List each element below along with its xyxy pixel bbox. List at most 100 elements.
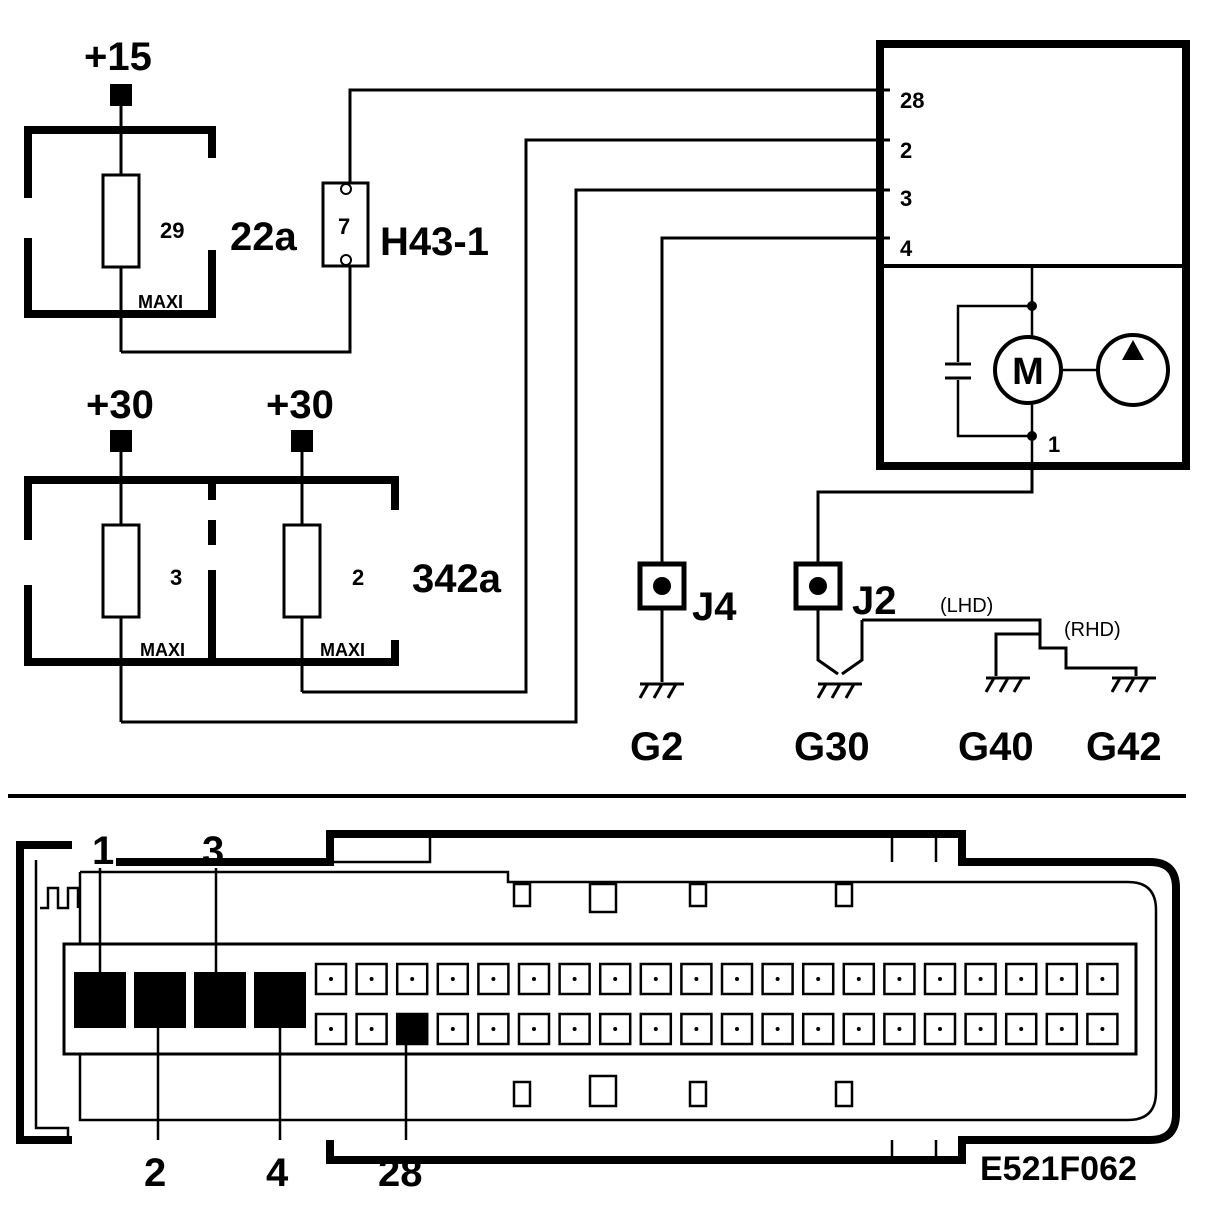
signal-pin-contact [938, 977, 942, 981]
signal-pin-contact [978, 1027, 983, 1031]
connector-label-28: 28 [378, 1151, 423, 1195]
signal-pin-contact [653, 977, 658, 981]
ground-g40-icon [984, 676, 1030, 693]
signal-pin-contact [613, 977, 618, 981]
signal-pin-contact [694, 1027, 699, 1031]
signal-pin-contact [978, 977, 983, 981]
signal-pin-cavity [842, 1012, 876, 1046]
signal-pin-contact [897, 977, 902, 981]
option-rhd-label: (RHD) [1064, 619, 1121, 641]
signal-pin-contact [775, 977, 780, 981]
signal-pin-contact [816, 977, 821, 981]
fuse-29-type: MAXI [138, 292, 183, 312]
signal-pin-contact [450, 977, 455, 981]
fuse-box-342a: 3 2 MAXI MAXI [24, 452, 399, 722]
supply-plus30-b-label: +30 [266, 383, 334, 427]
junction-j2-label: J2 [852, 579, 897, 623]
ground-g30-icon [816, 682, 862, 699]
ground-g30-label: G30 [794, 725, 870, 769]
fuse-2-number: 2 [352, 565, 364, 590]
h43-pin-7: 7 [338, 214, 350, 239]
connector-pin-4 [254, 972, 306, 1028]
signal-pin-contact [1100, 977, 1105, 981]
fuse-29-number: 29 [160, 218, 184, 243]
connector-pin-28 [395, 1012, 429, 1046]
signal-pin-contact [653, 1027, 658, 1031]
signal-pin-contact [532, 977, 536, 981]
connector-label-3: 3 [202, 829, 224, 873]
supply-plus30-a-terminal [110, 430, 132, 452]
pump-icon [1096, 333, 1170, 407]
option-lhd-label: (LHD) [940, 595, 993, 617]
fuse-2 [282, 523, 322, 619]
signal-pin-contact [735, 977, 739, 981]
ground-g40-label: G40 [958, 725, 1034, 769]
signal-pin-cavity [761, 962, 794, 996]
signal-pin-contact [572, 1027, 577, 1031]
fuse-box-22a-label: 22a [230, 215, 297, 259]
signal-pin-contact [856, 977, 861, 981]
module-pin-4: 4 [900, 236, 913, 261]
signal-pin-contact [369, 1027, 374, 1031]
ground-g2-label: G2 [630, 725, 683, 769]
signal-pin-contact [1059, 1027, 1064, 1031]
junction-j4 [637, 561, 687, 611]
signal-pin-contact [369, 977, 374, 981]
signal-pin-contact [1019, 977, 1024, 981]
signal-pin-grid [314, 962, 1119, 1046]
junction-j2 [793, 561, 843, 611]
signal-pin-cavity [517, 962, 551, 996]
module-pin-1: 1 [1048, 432, 1060, 457]
fuse-3-type: MAXI [140, 640, 185, 660]
connector-label-4: 4 [266, 1151, 289, 1195]
signal-pin-contact [491, 977, 496, 981]
signal-pin-contact [532, 1027, 536, 1031]
signal-pin-cavity [1086, 962, 1119, 996]
signal-pin-contact [816, 1027, 821, 1031]
signal-pin-contact [775, 1027, 780, 1031]
ground-g42-icon [1110, 676, 1156, 693]
ground-g42-label: G42 [1086, 725, 1162, 769]
connector-pin-1 [74, 972, 126, 1028]
connector-label-2: 2 [144, 1151, 166, 1195]
junction-j4-label: J4 [692, 585, 737, 629]
connector-pin-2 [134, 972, 186, 1028]
connector-h43-label: H43-1 [380, 220, 489, 264]
signal-pin-contact [491, 1027, 496, 1031]
signal-pin-contact [572, 977, 577, 981]
module-pin-2: 2 [900, 138, 912, 163]
connector-label-1: 1 [92, 829, 114, 873]
signal-pin-contact [694, 977, 699, 981]
connector-h43-1: 7 [321, 181, 370, 268]
signal-pin-contact [1059, 977, 1064, 981]
signal-pin-contact [1019, 1027, 1024, 1031]
supply-plus30-a-label: +30 [86, 383, 154, 427]
supply-plus15-label: +15 [84, 35, 152, 79]
signal-pin-contact [938, 1027, 942, 1031]
signal-pin-contact [735, 1027, 739, 1031]
module-pin-3: 3 [900, 186, 912, 211]
signal-pin-contact [450, 1027, 455, 1031]
fuse-box-22a: 29 MAXI [24, 106, 216, 352]
signal-pin-cavity [1004, 962, 1038, 996]
fuse-box-342a-label: 342a [412, 557, 502, 601]
signal-pin-contact [410, 977, 415, 981]
signal-pin-contact [613, 1027, 618, 1031]
ground-g2-icon [638, 682, 684, 699]
supply-plus15-terminal [110, 84, 132, 106]
connector-face [16, 830, 1180, 1164]
signal-pin-contact [856, 1027, 861, 1031]
signal-pin-contact [897, 1027, 902, 1031]
figure-code: E521F062 [980, 1150, 1137, 1188]
fuse-29 [101, 173, 141, 269]
fuse-3-number: 3 [170, 565, 182, 590]
motor-symbol: M [1012, 351, 1044, 393]
module-pin-28: 28 [900, 88, 924, 113]
signal-pin-contact [329, 1027, 333, 1031]
connector-pin-3 [194, 972, 246, 1028]
fuse-3 [101, 523, 141, 619]
supply-plus30-b-terminal [291, 430, 313, 452]
signal-pin-contact [1100, 1027, 1105, 1031]
pump-module: 28 2 3 4 M 1 [876, 40, 1190, 490]
